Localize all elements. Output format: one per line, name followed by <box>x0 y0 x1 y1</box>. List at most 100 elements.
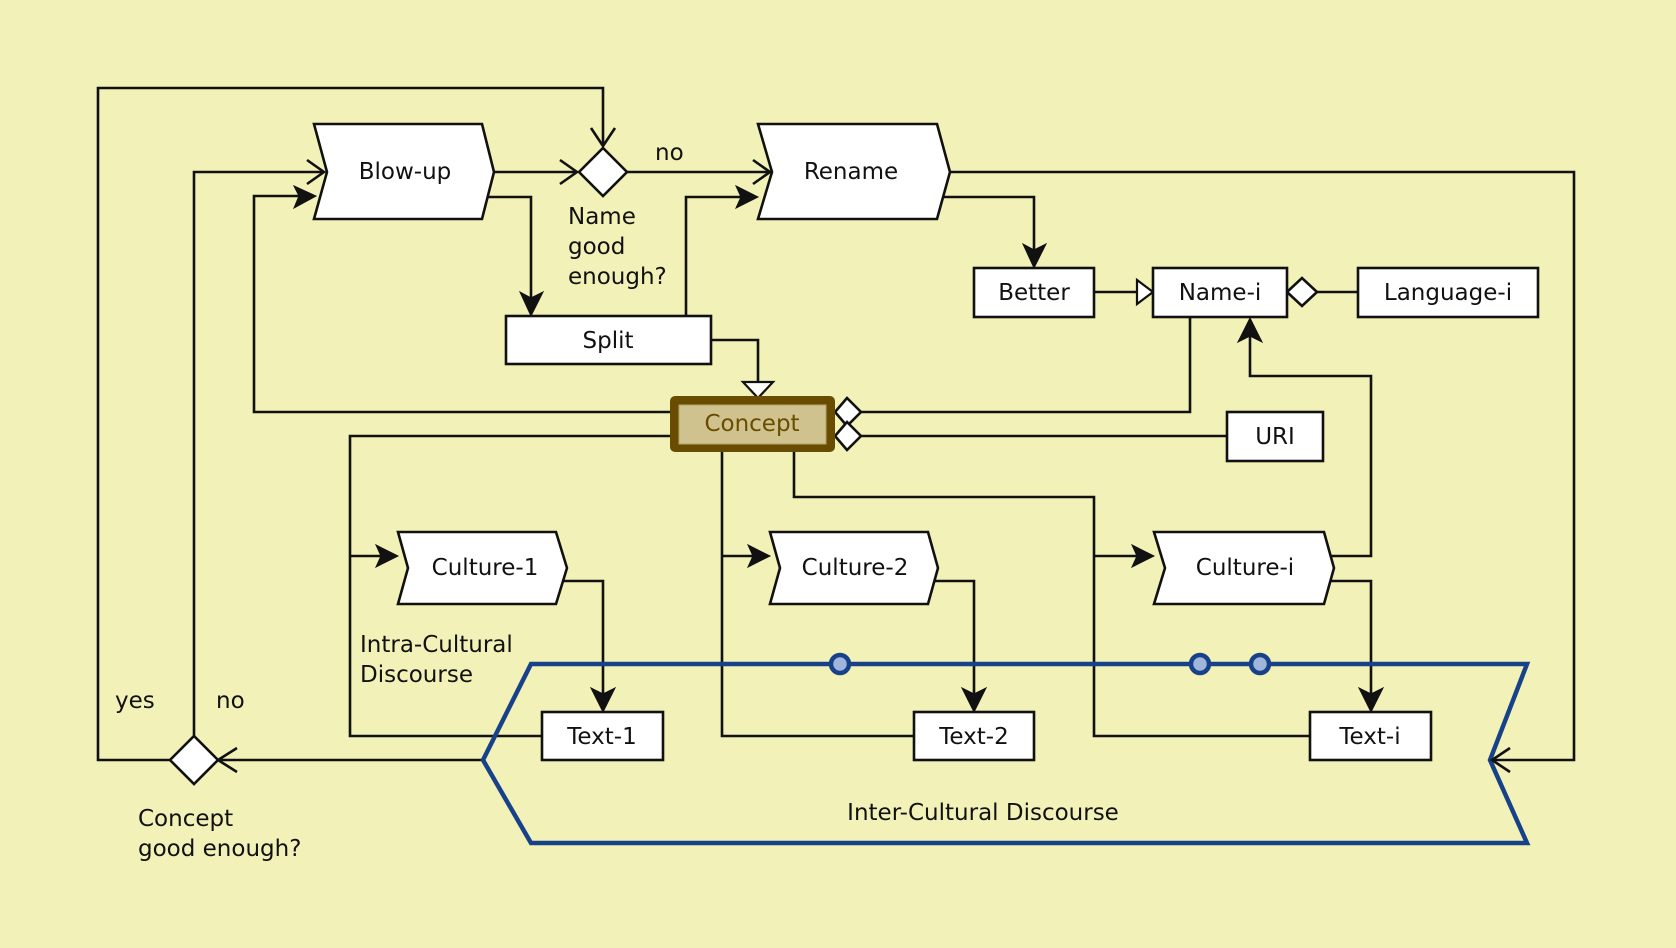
arrow-solid-icon <box>374 543 400 569</box>
process-shape[interactable] <box>396 530 569 606</box>
node-language-i[interactable]: Language-i <box>1356 266 1540 319</box>
aggregation-diamond-icon <box>1285 276 1319 308</box>
edge-concept-to-culture-1 <box>348 434 670 738</box>
edge-label-no: no <box>216 688 245 714</box>
aggregation-diamond-icon <box>833 396 863 428</box>
edge-culture-1-to-text-1 <box>562 579 605 702</box>
node-label: Text-1 <box>566 724 636 750</box>
edge-culture-2-to-text-2 <box>933 579 976 702</box>
connectors <box>96 86 1576 762</box>
intra-cultural-label: Discourse <box>360 662 473 688</box>
arrow-solid-icon <box>1357 686 1385 714</box>
decision-diamond[interactable] <box>168 734 220 786</box>
discourse-outline <box>480 661 1531 846</box>
node-concept[interactable]: Concept <box>670 396 835 452</box>
node-label: URI <box>1255 424 1295 450</box>
arrow-solid-icon <box>1021 242 1048 270</box>
node-label: Culture-1 <box>432 555 539 581</box>
arrow-solid-icon <box>589 686 617 714</box>
node-text-2[interactable]: Text-2 <box>912 710 1036 762</box>
node-split[interactable]: Split <box>504 314 713 366</box>
aggregation-diamonds <box>833 276 1319 452</box>
generalization-triangle-icon <box>740 380 776 400</box>
decision-label-line: enough? <box>568 264 667 290</box>
generalization-triangle-icon <box>1135 277 1155 307</box>
edge-culture-i-to-text-i <box>1330 579 1373 702</box>
aggregation-diamond-icon <box>833 420 863 452</box>
decision-label-line: Concept <box>138 806 233 832</box>
edge-split-to-rename <box>684 195 748 316</box>
node-label: Language-i <box>1384 280 1512 306</box>
arrow-solid-icon <box>292 184 318 210</box>
edge-label-no: no <box>655 140 684 166</box>
arrow-open-icon <box>752 158 773 186</box>
process-shape[interactable] <box>756 122 952 221</box>
node-label: Blow-up <box>359 159 452 185</box>
arrow-solid-icon <box>1130 543 1156 569</box>
decision-label-line: Name <box>568 204 636 230</box>
class-box[interactable] <box>1308 710 1433 762</box>
inter-cultural-label: Inter-Cultural Discourse <box>847 800 1119 826</box>
arrow-open-icon <box>306 158 327 186</box>
class-box[interactable] <box>504 314 713 366</box>
discourse-dot <box>1188 652 1212 676</box>
node-label: Better <box>998 280 1070 306</box>
class-box[interactable] <box>1151 266 1289 319</box>
node-label: Text-2 <box>938 724 1008 750</box>
edge-concept-yes-to-name-decision <box>96 86 605 762</box>
arrow-solid-icon <box>518 290 545 318</box>
node-better[interactable]: Better <box>972 266 1096 319</box>
edge-rename-to-better <box>944 195 1036 258</box>
arrow-open-icon <box>559 158 580 186</box>
class-box[interactable] <box>1225 410 1325 463</box>
node-blowup[interactable]: Blow-up <box>312 122 496 221</box>
edge-concept-to-name-i <box>861 317 1192 414</box>
edge-split-to-concept <box>711 338 760 382</box>
arrowheads <box>215 127 1511 774</box>
process-shape[interactable] <box>312 122 496 221</box>
process-shape[interactable] <box>768 530 940 606</box>
class-box[interactable] <box>1356 266 1540 319</box>
edge-concept-to-blowup <box>252 194 670 414</box>
decision-label-line: good enough? <box>138 836 301 862</box>
arrow-solid-icon <box>1236 316 1264 344</box>
decision-concept-good-enough[interactable]: Concept good enough? yes no <box>115 688 301 862</box>
edge-concept-no-to-blowup <box>192 170 324 736</box>
node-label: Name-i <box>1179 280 1262 306</box>
decision-name-good-enough[interactable]: Name good enough? no <box>568 140 684 290</box>
class-box[interactable] <box>540 710 665 762</box>
decision-label-line: good <box>568 234 625 260</box>
node-label: Culture-2 <box>802 555 909 581</box>
discourse-dot <box>1248 652 1272 676</box>
decision-diamond[interactable] <box>577 146 629 198</box>
node-label: Concept <box>704 411 799 437</box>
arrow-solid-icon <box>960 686 988 714</box>
class-box[interactable] <box>912 710 1036 762</box>
arrow-open-icon <box>1489 746 1511 774</box>
edge-concept-to-culture-2 <box>720 452 914 738</box>
arrow-open-icon <box>589 127 617 149</box>
node-label: Split <box>583 328 634 354</box>
discourse-dot <box>828 652 852 676</box>
edge-rename-to-discourse <box>950 170 1576 762</box>
arrow-solid-icon <box>746 543 772 569</box>
edge-label-yes: yes <box>115 688 155 714</box>
node-label: Text-i <box>1338 724 1400 750</box>
edge-concept-to-culture-i <box>792 452 1310 738</box>
node-culture-i[interactable]: Culture-i <box>1152 530 1336 606</box>
process-shape[interactable] <box>1152 530 1336 606</box>
node-culture-1[interactable]: Culture-1 <box>396 530 569 606</box>
inter-cultural-discourse-region: Inter-Cultural Discourse <box>480 652 1531 846</box>
node-culture-2[interactable]: Culture-2 <box>768 530 940 606</box>
node-name-i[interactable]: Name-i <box>1151 266 1289 319</box>
node-label: Culture-i <box>1196 555 1294 581</box>
node-label: Rename <box>804 159 898 185</box>
node-text-1[interactable]: Text-1 <box>540 710 665 762</box>
node-rename[interactable]: Rename <box>756 122 952 221</box>
arrow-solid-icon <box>734 184 760 210</box>
node-text-i[interactable]: Text-i <box>1308 710 1433 762</box>
edge-blowup-to-split <box>488 195 533 306</box>
node-uri[interactable]: URI <box>1225 410 1325 463</box>
class-box[interactable] <box>972 266 1096 319</box>
